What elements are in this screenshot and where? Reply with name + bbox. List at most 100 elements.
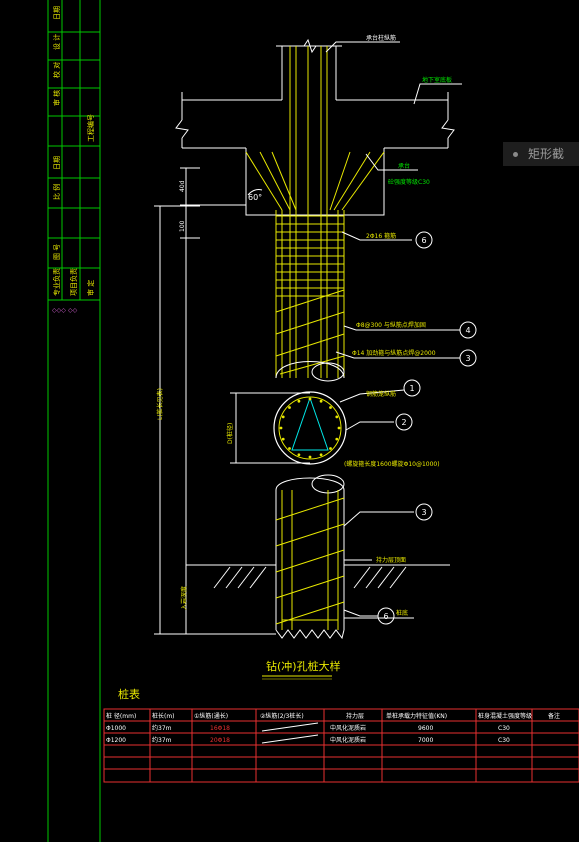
note-40d: 40d [179,180,186,192]
table-header: 单桩承载力特征值(KN) [386,712,447,720]
table-title: 桩表 [118,687,140,701]
svg-text:◇◇: ◇◇ [68,307,78,314]
rebar-dot [335,415,339,419]
table-cell: 16Φ18 [210,725,230,732]
table-cell: 约37m [152,736,172,744]
callout-number: 1 [409,384,414,393]
callout-number: 3 [465,354,470,363]
strip-label: 校 对 [52,62,61,78]
callout-number: 6 [383,612,388,621]
table-cell: C30 [498,737,510,744]
table-cell: 中风化泥质岩 [330,724,366,732]
rebar-dot [279,426,283,430]
table-bar-symbols [261,722,319,744]
note-tip: 桩底 [396,609,408,617]
leaders [325,41,462,619]
strip-label: 审 定 [86,280,95,296]
strip-label: 日期 [53,156,61,170]
table-header: 桩 径(mm) [106,712,136,720]
rebar-dot [337,426,341,430]
callout-numbers: 6 4 3 1 2 3 6 [383,236,470,621]
rebar-dot [288,406,291,409]
strip-label: 日期 [53,6,61,20]
strip-label: 工程编号 [86,114,95,142]
title-strip [47,0,101,842]
strip-label: 审 核 [52,90,61,106]
note-bar4: Φ8@300 与纵筋点焊加固 [356,321,426,329]
rebar-dot [329,406,332,409]
callout-number: 3 [421,508,426,517]
cross-section [273,391,347,465]
table-cell: 中风化泥质岩 [330,736,366,744]
note-bearing: 持力层顶面 [376,556,406,564]
strip-label: 比 例 [52,184,61,200]
tooltip-text: 矩形截 [528,147,565,161]
table-cell: 约37m [152,724,172,732]
dimensions [154,167,310,635]
table-cell: 20Φ18 [210,737,230,744]
rebar-dot [319,399,323,403]
table-cell: 9600 [418,725,433,732]
rebar-dot [297,453,301,457]
note-spiral: (螺旋箍长度1600螺旋Φ10@1000) [344,460,440,468]
rebar-dot [329,447,332,450]
callout-number: 4 [465,326,470,335]
column [276,38,342,100]
table-header: 持力层 [346,712,364,720]
table-header: 备注 [548,712,560,720]
rebar-dot [319,453,323,457]
rebar-dot [281,437,285,441]
pile-lower-rebars [275,490,345,630]
callout-number: 2 [401,418,406,427]
table-cell: C30 [498,725,510,732]
spiral-upper [275,289,345,375]
note-diameter: D(桩径) [226,423,234,444]
pile-break-upper [275,361,345,382]
rebar-dot [297,399,301,403]
table-cell: 7000 [418,737,433,744]
note-top-beam: 承台柱纵筋 [366,34,396,42]
note-angle: 60° [248,193,262,202]
callout-number: 6 [421,236,426,245]
pile-lower [275,474,345,640]
slab [175,92,455,216]
svg-text:◇◇◇: ◇◇◇ [52,307,66,314]
table-header: ②纵筋(2/3桩长) [260,712,304,720]
cap-rebars [245,151,385,211]
rebar-dot [308,455,312,459]
note-ground: 地下室底板 [422,76,452,84]
annotations: 承台柱纵筋 地下室底板 承台 砼强度等级C30 60° 40d 100 2Φ16… [156,34,452,617]
column-rebars [289,46,328,215]
note-cap-grade: 砼强度等级C30 [388,178,430,186]
title-strip-text: 日期 设 计 校 对 审 核 工程编号 日期 比 例 图 号 专业负责 项目负责… [52,6,95,296]
pile-table [103,708,579,783]
note-rock: 入岩深度 [180,586,188,610]
table-header: ①纵筋(通长) [194,712,228,720]
table-text: 桩 径(mm) 桩长(m) ①纵筋(通长) ②纵筋(2/3桩长) 持力层 单桩承… [106,712,560,744]
strip-label: 项目负责 [69,268,78,296]
detail-title: 钻(冲)孔桩大样 [262,659,341,680]
tooltip-dot-icon [513,152,518,157]
strip-label: 图 号 [53,244,61,260]
rebar-dot [288,447,291,450]
table-header: 桩长(m) [152,712,175,720]
note-100: 100 [179,220,186,232]
hover-tooltip: 矩形截 [503,142,579,166]
note-main-bar: 钢筋笼纵筋 [366,390,396,398]
strip-label: 设 计 [52,34,61,50]
strip-label: 专业负责 [52,268,61,296]
note-cap: 承台 [398,162,410,170]
rebar-dot [308,397,312,401]
callouts [377,231,477,625]
bearing-layer [200,564,450,589]
note-bar3: Φ14 加劲箍与纵筋点焊@2000 [352,349,436,357]
table-cell: Φ1000 [106,725,126,732]
table-header: 桩身混凝土强度等级 [478,712,532,720]
note-length: L(桩长见表) [156,388,164,420]
rebar-dot [281,415,285,419]
detail-title-text: 钻(冲)孔桩大样 [266,659,341,673]
note-bar6: 2Φ16 箍筋 [366,232,396,240]
table-cell: Φ1200 [106,737,126,744]
rebar-dot [335,437,339,441]
